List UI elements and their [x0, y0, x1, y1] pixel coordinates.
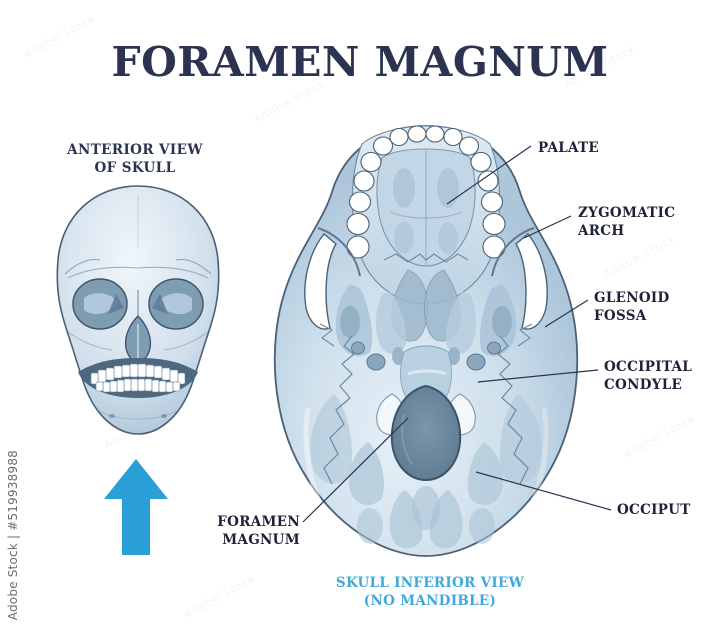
callout-glenoid-fossa: GLENOID FOSSA — [594, 290, 670, 324]
leader-palate — [446, 145, 532, 205]
inferior-view-caption: SKULL INFERIOR VIEW (NO MANDIBLE) — [335, 575, 525, 610]
callout-foramen-magnum: FORAMEN MAGNUM — [217, 514, 300, 548]
lower-teeth — [95, 378, 181, 393]
anterior-skull-illustration — [56, 185, 220, 435]
page-title: FORAMEN MAGNUM — [111, 38, 609, 86]
up-arrow-icon — [104, 459, 168, 555]
callout-zygomatic-arch: ZYGOMATIC ARCH — [578, 205, 676, 239]
inferior-skull-illustration — [273, 125, 579, 557]
leader-foramen-magnum — [302, 417, 409, 523]
leader-occiput — [475, 471, 612, 511]
leader-glenoid-fossa — [544, 299, 589, 328]
upper-teeth — [90, 363, 186, 385]
callout-occipital-condyle: OCCIPITAL CONDYLE — [604, 359, 693, 393]
foramen-magnum — [390, 384, 462, 482]
glenoid-fossa-left — [340, 306, 360, 338]
callout-occiput: OCCIPUT — [617, 502, 691, 518]
zygomatic-arch-left — [304, 233, 337, 330]
callout-palate: PALATE — [538, 140, 600, 156]
stock-watermark: Adobe Stock | #519938988 — [6, 450, 20, 621]
anterior-view-label: ANTERIOR VIEW OF SKULL — [67, 142, 203, 177]
glenoid-fossa-right — [492, 306, 512, 338]
upper-dental-arch — [346, 125, 506, 259]
leader-zygomatic-arch — [523, 215, 572, 239]
zygomatic-arch-right — [515, 233, 548, 330]
leader-occipital-condyle — [477, 369, 599, 383]
